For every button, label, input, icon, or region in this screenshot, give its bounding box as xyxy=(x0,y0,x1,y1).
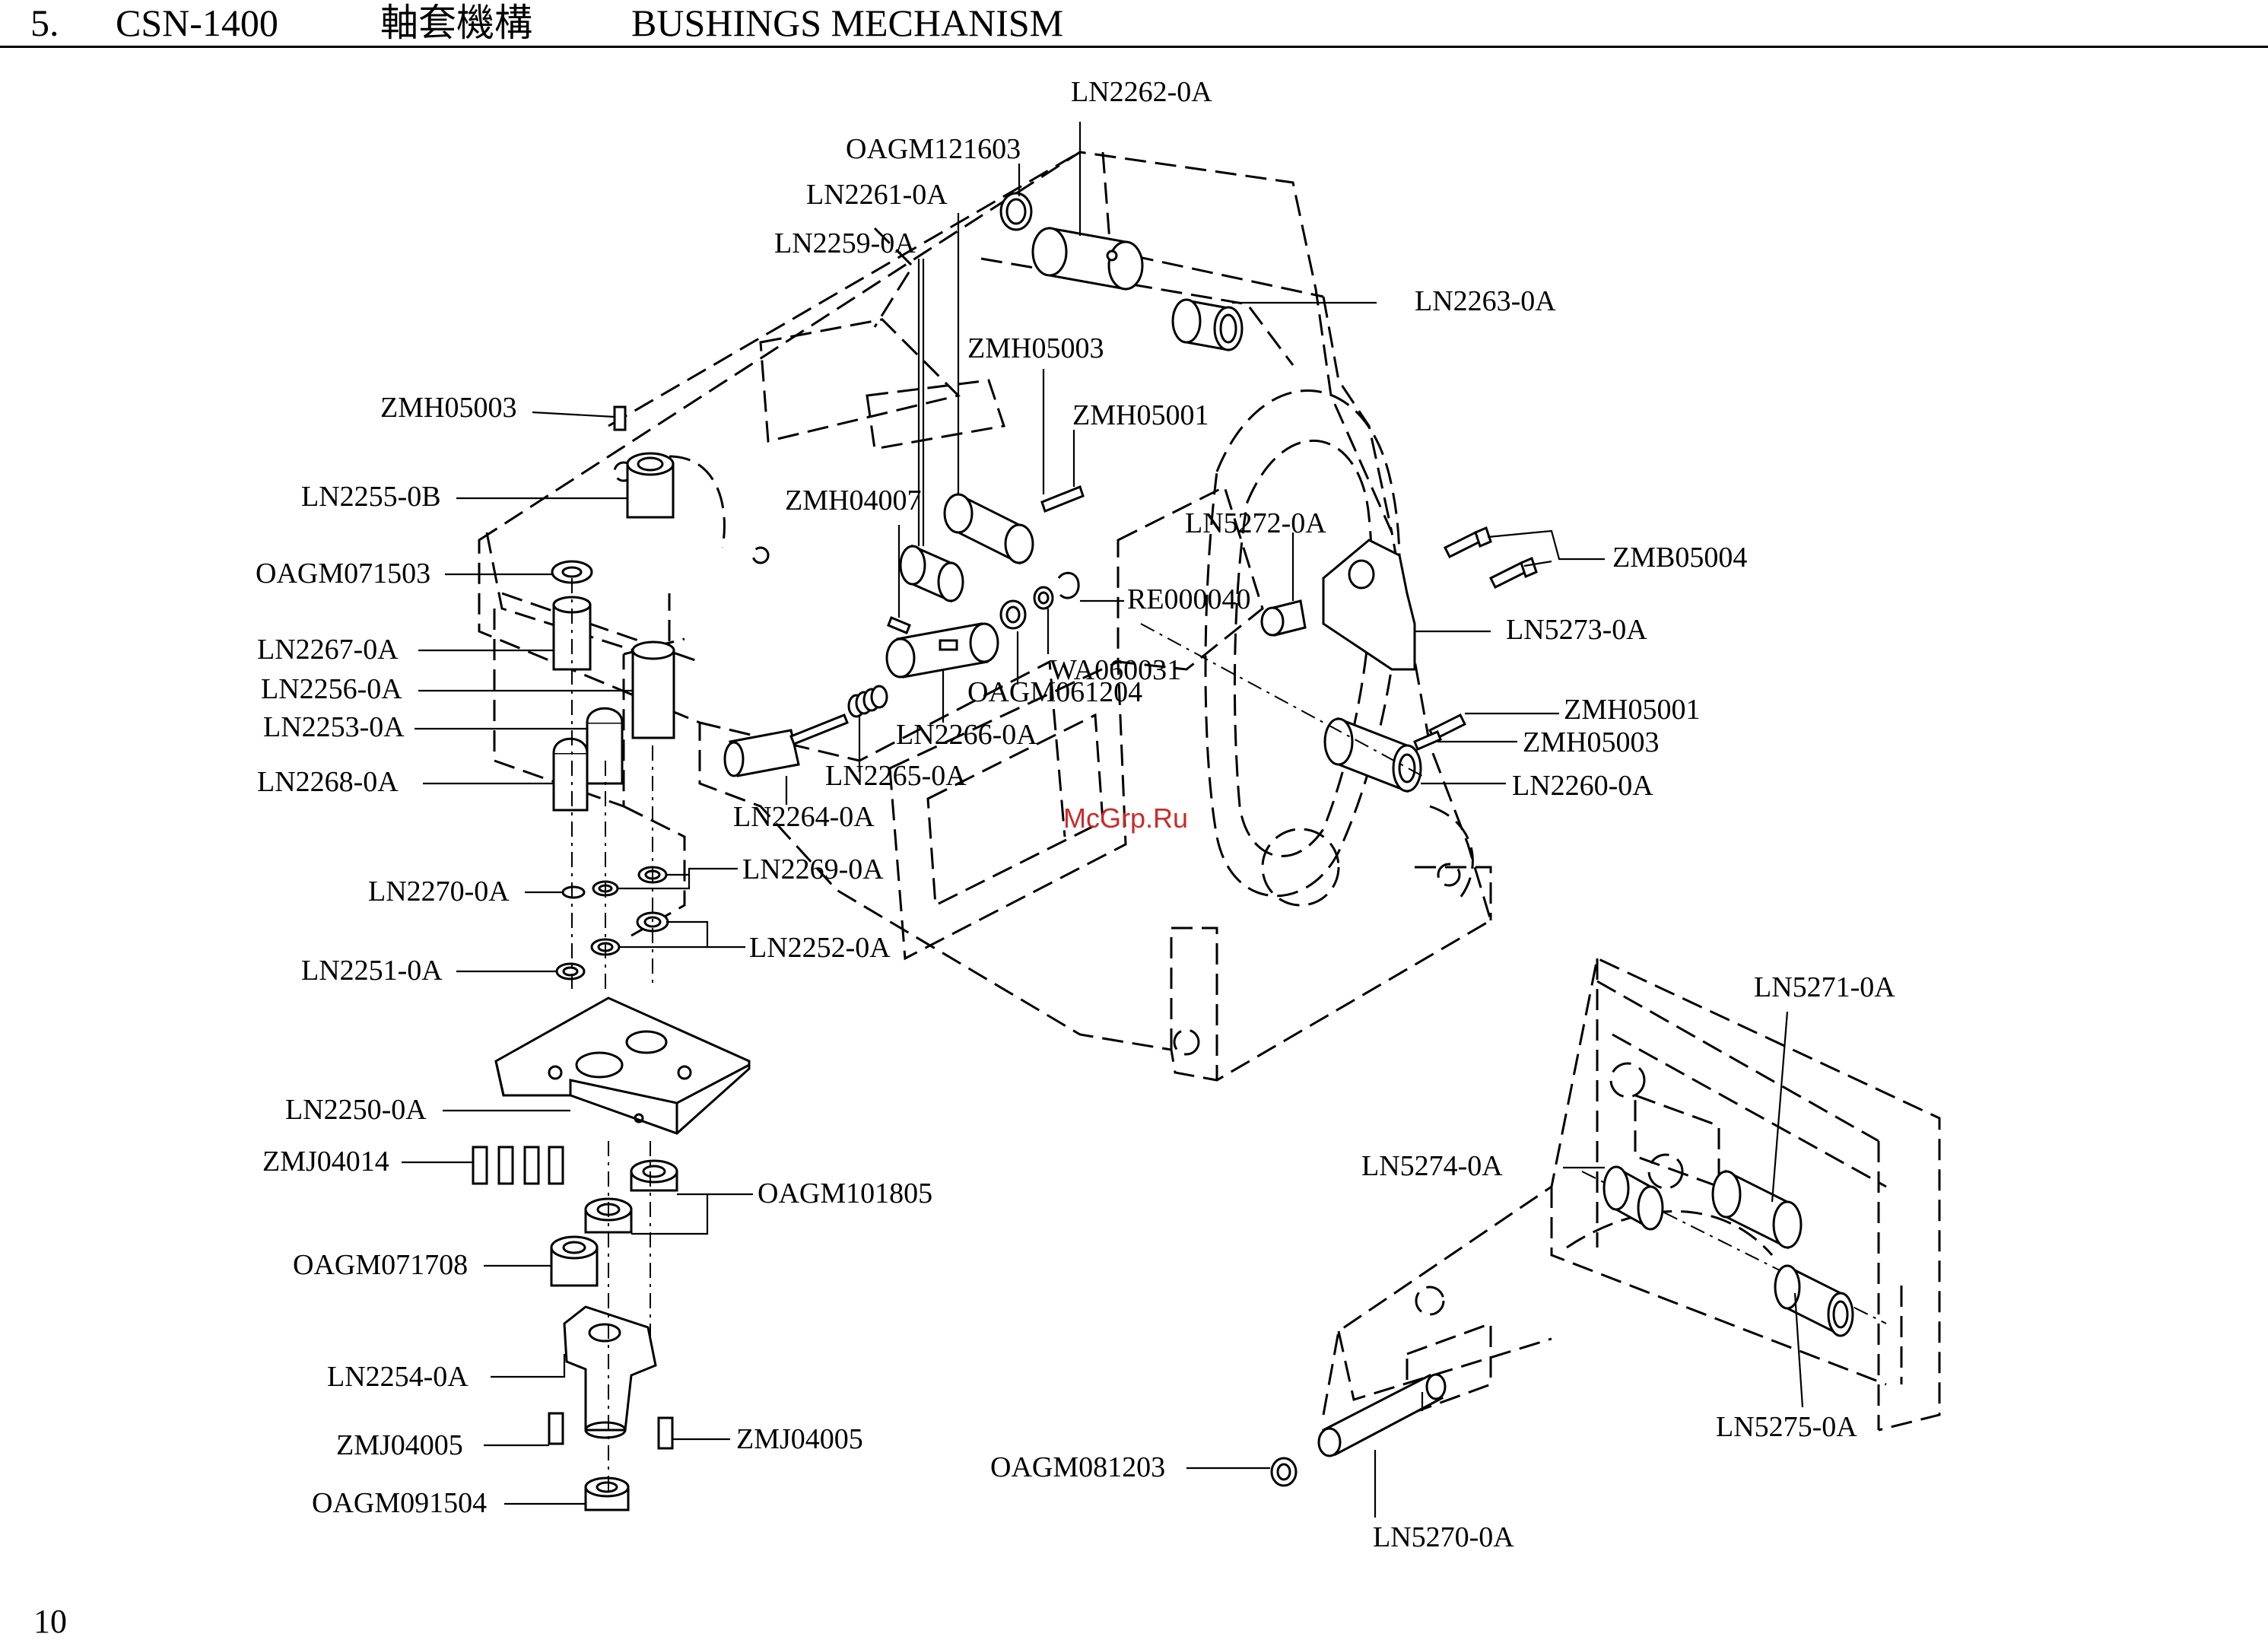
label-zmj04014: ZMJ04014 xyxy=(262,1146,389,1178)
bushing-ln2255 xyxy=(626,452,675,519)
screw-zmh04007 xyxy=(887,616,911,634)
label-ln5274-0a: LN5274-0A xyxy=(1361,1150,1503,1182)
label-ln2262-0a: LN2262-0A xyxy=(1071,76,1212,108)
bushing-ln2261 xyxy=(943,492,1034,565)
bushing-ln5271 xyxy=(1711,1169,1803,1250)
label-ln2269-0a: LN2269-0A xyxy=(742,853,884,885)
leader-lines xyxy=(402,122,1804,1518)
bushing-oagm071708 xyxy=(550,1197,633,1287)
label-ln2261-0a: LN2261-0A xyxy=(806,179,948,211)
label-zmh05001-upper: ZMH05001 xyxy=(1072,399,1209,431)
label-ln2256-0a: LN2256-0A xyxy=(261,673,402,705)
label-oagm071503: OAGM071503 xyxy=(256,558,430,590)
label-zmj04005-right: ZMJ04005 xyxy=(736,1423,863,1455)
label-oagm081203: OAGM081203 xyxy=(990,1451,1165,1483)
oring-oagm121603 xyxy=(999,192,1033,231)
washers-oagm061204-wa060031 xyxy=(999,571,1080,630)
screws-zmj04005 xyxy=(548,1412,674,1450)
watermark: McGrp.Ru xyxy=(1063,803,1188,834)
label-ln2263-0a: LN2263-0A xyxy=(1415,285,1556,317)
screw-zmh05001-upper xyxy=(1040,485,1085,513)
bushing-ln5274 xyxy=(1603,1165,1664,1231)
bushing-ln2260 xyxy=(1323,717,1422,793)
label-zmb05004: ZMB05004 xyxy=(1612,542,1747,574)
bushing-ln2266 xyxy=(885,622,999,679)
pin-ln2268 xyxy=(552,737,589,812)
label-ln2250-0a: LN2250-0A xyxy=(285,1094,427,1126)
label-ln5271-0a: LN5271-0A xyxy=(1754,971,1895,1003)
label-ln2264-0a: LN2264-0A xyxy=(733,801,875,833)
label-ln2265-0a: LN2265-0A xyxy=(825,760,967,792)
bushing-ln5272 xyxy=(1260,599,1307,637)
header-rule xyxy=(0,46,2268,48)
washer-oagm091504 xyxy=(584,1476,630,1511)
model-number: CSN-1400 xyxy=(116,2,278,44)
spring-ln2265 xyxy=(847,685,888,718)
label-ln2268-0a: LN2268-0A xyxy=(257,766,399,798)
label-oagm091504: OAGM091504 xyxy=(312,1487,487,1519)
label-re000040: RE000040 xyxy=(1127,583,1251,615)
shaft-ln2264 xyxy=(723,714,849,777)
screw-zmh05003-left xyxy=(613,405,627,431)
block-ln2250 xyxy=(494,996,751,1135)
bushing-ln5275 xyxy=(1774,1264,1854,1337)
part-labels: LN2262-0A OAGM121603 LN2261-0A LN2259-0A… xyxy=(256,76,1895,1553)
page-header: 5. CSN-1400 軸套機構 BUSHINGS MECHANISM xyxy=(0,0,2268,49)
bushing-ln2259 xyxy=(899,544,964,603)
small-rings xyxy=(555,866,669,981)
oring-oagm081203 xyxy=(1270,1457,1298,1487)
bushing-ln2262 xyxy=(1031,227,1144,291)
label-zmh04007: ZMH04007 xyxy=(785,485,921,516)
label-ln2266-0a: LN2266-0A xyxy=(896,719,1037,751)
bracket-ln5273 xyxy=(1322,539,1416,671)
label-zmh05003-right: ZMH05003 xyxy=(1523,726,1659,758)
label-oagm061204: OAGM061204 xyxy=(967,676,1142,708)
pin-ln2267 xyxy=(552,596,592,671)
label-ln2270-0a: LN2270-0A xyxy=(368,876,510,907)
section-number: 5. xyxy=(30,2,59,44)
page-number: 10 xyxy=(33,1603,67,1640)
label-ln2255-0b: LN2255-0B xyxy=(301,481,441,513)
label-zmh05003-upper: ZMH05003 xyxy=(967,332,1104,364)
label-zmh05001-right: ZMH05001 xyxy=(1564,694,1700,726)
label-ln5273-0a: LN5273-0A xyxy=(1506,614,1647,646)
label-ln2260-0a: LN2260-0A xyxy=(1512,770,1653,802)
screws-zmj04014 xyxy=(472,1146,564,1185)
label-oagm071708: OAGM071708 xyxy=(293,1249,468,1281)
bushing-ln2263 xyxy=(1171,298,1244,351)
label-ln5270-0a: LN5270-0A xyxy=(1373,1521,1514,1553)
title-english: BUSHINGS MECHANISM xyxy=(631,2,1064,44)
label-zmh05003-left: ZMH05003 xyxy=(380,392,516,424)
label-ln2259-0a: LN2259-0A xyxy=(774,227,916,259)
label-ln2253-0a: LN2253-0A xyxy=(263,711,405,743)
label-ln5275-0a: LN5275-0A xyxy=(1716,1411,1857,1443)
label-ln2252-0a: LN2252-0A xyxy=(749,932,891,964)
washer-oagm101805 xyxy=(630,1159,678,1192)
label-ln2267-0a: LN2267-0A xyxy=(257,634,399,666)
label-oagm121603: OAGM121603 xyxy=(846,133,1021,165)
title-chinese: 軸套機構 xyxy=(380,1,532,45)
label-ln5272-0a: LN5272-0A xyxy=(1185,507,1326,539)
label-ln2251-0a: LN2251-0A xyxy=(301,955,443,987)
label-oagm101805: OAGM101805 xyxy=(758,1178,932,1209)
bushing-ln2256 xyxy=(631,640,675,739)
shaft-ln5270 xyxy=(1317,1373,1447,1457)
screws-zmh05001-zmh05003-right xyxy=(1413,713,1467,751)
bracket-ln2254 xyxy=(563,1305,657,1439)
label-wa060031: WA060031 xyxy=(1050,654,1181,686)
label-zmj04005-left: ZMJ04005 xyxy=(336,1429,463,1461)
screws-zmb05004 xyxy=(1443,526,1538,590)
label-ln2254-0a: LN2254-0A xyxy=(327,1361,469,1393)
